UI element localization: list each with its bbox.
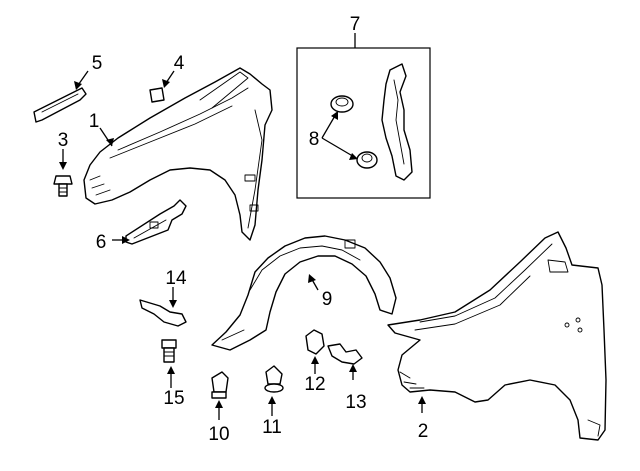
- callout-11: 11: [262, 417, 282, 438]
- bracket-part-6[interactable]: [125, 199, 187, 245]
- callout-9: 9: [322, 289, 333, 310]
- clip-part-8b[interactable]: [356, 151, 378, 169]
- callout-10: 10: [208, 424, 229, 445]
- callout-labels: 1 2 3 4 5 6 7 8 9 10 11 12 13 14 15: [58, 14, 429, 445]
- callout-14: 14: [165, 268, 187, 289]
- callout-7: 7: [350, 14, 361, 35]
- pad-part-4[interactable]: [149, 87, 165, 103]
- seal-strip-part-5[interactable]: [33, 87, 87, 123]
- callout-12: 12: [304, 374, 325, 395]
- fender-liner-part-7[interactable]: [381, 63, 413, 181]
- callout-15: 15: [163, 388, 184, 409]
- clip-part-12[interactable]: [305, 329, 325, 355]
- arrowheads: [59, 79, 426, 408]
- bolt-part-15[interactable]: [161, 339, 177, 363]
- left-fender-part[interactable]: [83, 67, 273, 241]
- grommet-part-13[interactable]: [327, 343, 363, 365]
- callout-8: 8: [309, 129, 320, 150]
- callout-2: 2: [418, 421, 429, 442]
- callout-3: 3: [58, 130, 69, 151]
- callout-13: 13: [345, 392, 366, 413]
- bolt-part-3[interactable]: [53, 175, 73, 197]
- push-clip-part-11[interactable]: [264, 365, 284, 393]
- push-clip-part-10[interactable]: [211, 371, 229, 399]
- callout-6: 6: [96, 232, 107, 253]
- parts-kit-box-7: [296, 47, 431, 199]
- bracket-part-14[interactable]: [139, 299, 187, 327]
- callout-4: 4: [174, 53, 185, 74]
- callout-5: 5: [92, 53, 103, 74]
- right-fender-part[interactable]: [387, 231, 607, 441]
- callout-1: 1: [89, 111, 100, 132]
- wheel-liner-part-9[interactable]: [211, 235, 397, 351]
- clip-part-8a[interactable]: [330, 95, 354, 113]
